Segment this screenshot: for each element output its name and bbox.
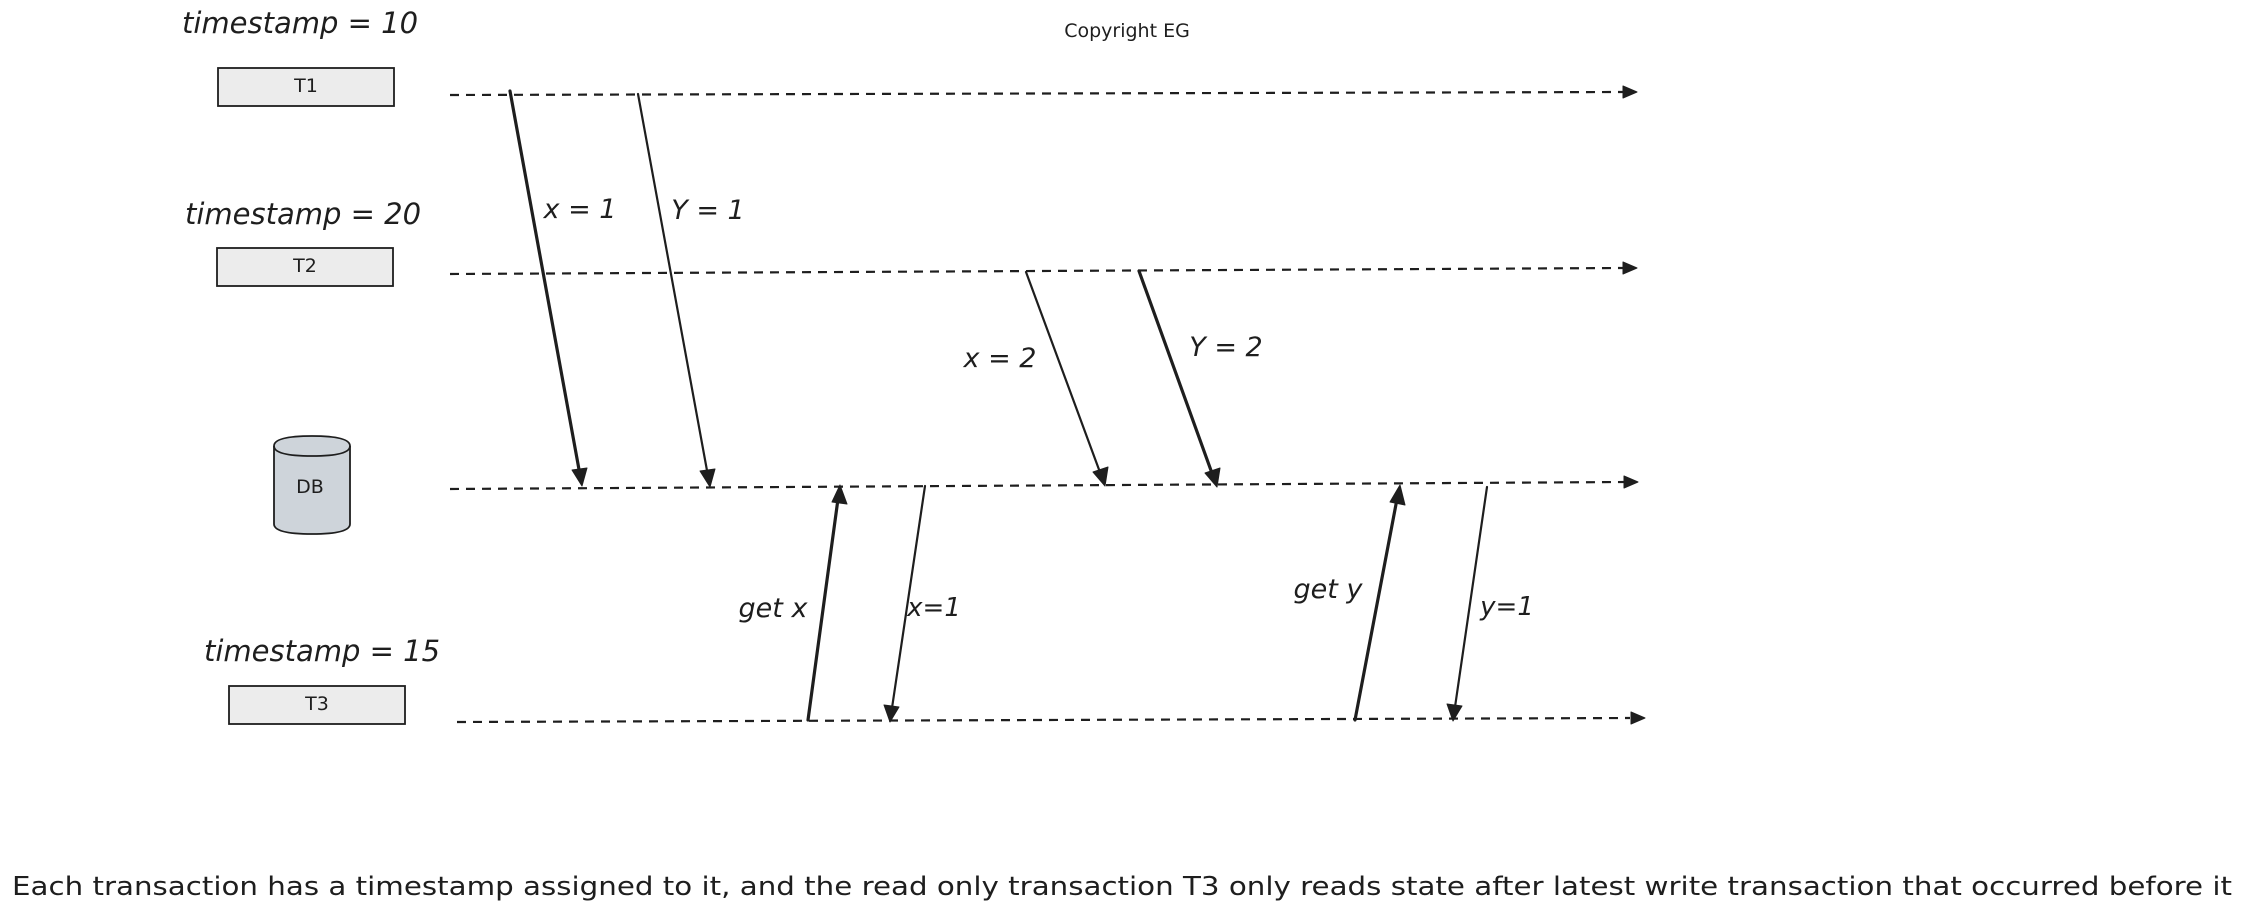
- message-db-reply-x: x=1: [883, 484, 961, 723]
- arrowhead: [883, 704, 900, 723]
- message-label: Y = 1: [671, 195, 744, 226]
- t1-timestamp-label: timestamp = 10: [182, 6, 418, 40]
- timeline-db-arrowhead: [1623, 475, 1639, 489]
- timeline-t3: [456, 711, 1646, 725]
- arrowhead: [1092, 466, 1109, 487]
- arrowhead: [1204, 467, 1221, 488]
- message-label: x = 1: [543, 194, 617, 225]
- t3-label: T3: [304, 693, 329, 715]
- arrowhead: [831, 484, 848, 505]
- t1-box: [217, 67, 395, 107]
- participant-t2: timestamp = 20 T2: [185, 197, 421, 287]
- participant-t3: timestamp = 15 T3: [204, 634, 440, 725]
- message-t3-get-y: get y: [1294, 484, 1406, 722]
- db-label: DB: [296, 476, 324, 498]
- timeline-t2-arrowhead: [1622, 261, 1638, 275]
- timeline-t1: [449, 85, 1638, 99]
- copyright-text: Copyright EG: [1064, 20, 1190, 42]
- arrowhead: [1389, 484, 1406, 506]
- participant-t1: timestamp = 10 T1: [182, 6, 418, 107]
- timeline-t2: [449, 261, 1638, 276]
- arrowhead: [1446, 703, 1463, 722]
- t1-label: T1: [293, 75, 318, 97]
- message-label: Y = 2: [1189, 332, 1262, 363]
- arrowhead: [571, 467, 588, 487]
- message-label: get x: [739, 593, 809, 624]
- t2-label: T2: [292, 255, 317, 277]
- message-t1-write-x: x = 1: [508, 89, 617, 487]
- message-label: x = 2: [963, 343, 1037, 374]
- message-t3-get-x: get x: [739, 484, 848, 722]
- participant-db: DB: [273, 435, 351, 535]
- timeline-t1-arrowhead: [1622, 85, 1638, 99]
- message-label: x=1: [906, 593, 961, 623]
- timeline-db: [449, 475, 1639, 491]
- message-t1-write-y: Y = 1: [636, 92, 745, 488]
- caption-text: Each transaction has a timestamp assigne…: [12, 872, 2232, 902]
- timeline-t3-arrowhead: [1630, 711, 1646, 725]
- db-cylinder-icon: [273, 435, 351, 535]
- db-cylinder-top: [273, 445, 351, 457]
- message-label: y=1: [1479, 592, 1534, 622]
- t2-box: [216, 247, 394, 287]
- message-t2-write-x: x = 2: [963, 270, 1109, 487]
- t3-box: [228, 685, 406, 725]
- t3-timestamp-label: timestamp = 15: [204, 634, 440, 668]
- arrowhead: [699, 468, 716, 488]
- message-t2-write-y: Y = 2: [1137, 269, 1263, 488]
- message-db-reply-y: y=1: [1446, 485, 1534, 722]
- t2-timestamp-label: timestamp = 20: [185, 197, 421, 231]
- message-label: get y: [1294, 574, 1364, 605]
